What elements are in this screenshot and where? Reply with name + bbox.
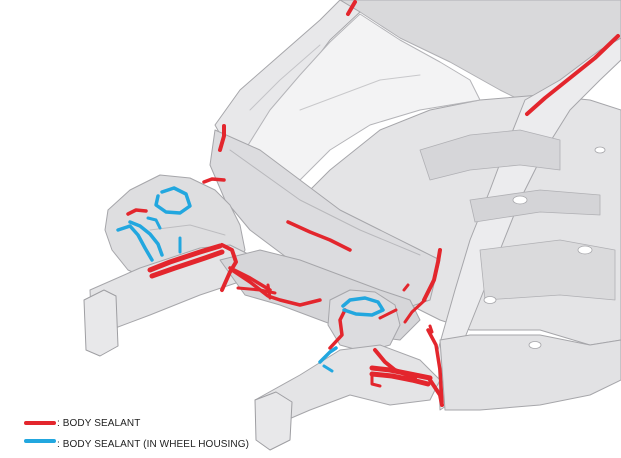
- panel-crease: [149, 224, 226, 236]
- sealant-left-dash: [220, 243, 238, 292]
- body-sealant-lines: [126, 0, 620, 407]
- sealant-roof-front: [346, 0, 357, 16]
- floor-rear-panel: [479, 239, 616, 301]
- legend-swatches: [24, 421, 56, 443]
- right-bumper-bracket: [254, 391, 293, 451]
- legend-item-body-sealant: : BODY SEALANT: [57, 416, 249, 431]
- floor-hole: [577, 245, 593, 255]
- sealant-a-pillar-top: [218, 124, 226, 152]
- sealant-left-member-upper: [147, 243, 223, 273]
- windshield-opening: [244, 13, 481, 181]
- sealant-right-strut-top: [378, 308, 398, 320]
- floor-hole: [483, 296, 497, 304]
- wheel-housing-left-tab: [146, 216, 162, 230]
- sealant-b-pillar: [422, 248, 442, 302]
- wheel-housing-right-arc: [318, 346, 338, 364]
- wheel-housing-right-tick: [322, 364, 334, 373]
- sealant-right-strut: [328, 308, 347, 350]
- floor-tunnel: [419, 129, 561, 181]
- wheel-housing-sealant-lines: [116, 186, 385, 373]
- left-bumper-bracket: [83, 289, 119, 357]
- sealant-cowl-long: [286, 220, 352, 252]
- sealant-center-joint: [228, 266, 272, 292]
- legend: : BODY SEALANT : BODY SEALANT (IN WHEEL …: [57, 416, 249, 458]
- dash-panel: [209, 129, 441, 311]
- vehicle-body-frame: [83, 0, 621, 451]
- sealant-right-pillar-base: [426, 328, 444, 404]
- sealant-roof-side: [525, 34, 620, 116]
- sealant-cowl-short: [202, 177, 226, 184]
- wheel-housing-left-loop: [154, 186, 192, 215]
- panel-crease: [229, 149, 421, 256]
- wheel-housing-left-arc2: [128, 220, 164, 257]
- sealant-right-small: [428, 324, 434, 334]
- legend-label-wheel-housing-sealant: : BODY SEALANT (IN WHEEL HOUSING): [57, 439, 250, 450]
- sealant-right-member-upper: [369, 365, 433, 381]
- side-sill: [439, 334, 621, 411]
- sealant-right-lower-branch: [370, 374, 382, 388]
- floor-hole: [528, 341, 542, 349]
- wheel-housing-left-arc: [116, 224, 154, 262]
- sealant-right-member-lower: [369, 371, 431, 387]
- wheel-housing-right-loop: [341, 296, 385, 317]
- sealant-left-member-lower: [149, 249, 225, 279]
- legend-label-body-sealant: : BODY SEALANT: [57, 418, 141, 429]
- floor-hole: [594, 146, 606, 154]
- floor-hole: [512, 195, 528, 205]
- floor-crossmember: [469, 189, 601, 223]
- sealant-b-pillar-lower: [403, 298, 427, 324]
- legend-item-wheel-housing-sealant: : BODY SEALANT (IN WHEEL HOUSING): [57, 437, 249, 452]
- sealant-b-pillar-dash: [402, 283, 410, 292]
- panel-crease: [299, 74, 421, 111]
- sealant-left-rail: [230, 268, 322, 307]
- panel-crease: [249, 44, 321, 111]
- sealant-left-apron: [126, 208, 148, 216]
